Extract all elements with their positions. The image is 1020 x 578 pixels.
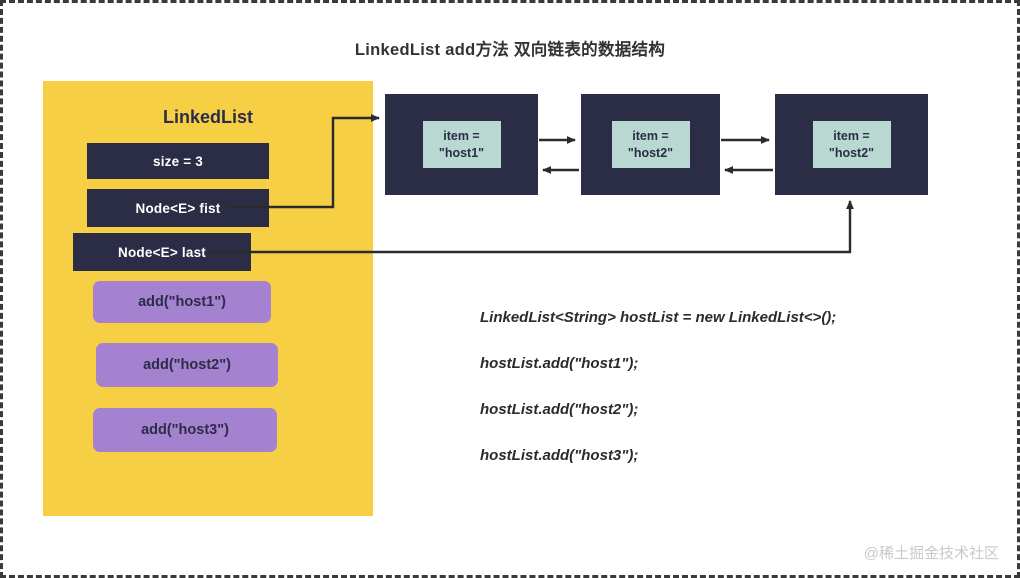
node-item-text-2: "host2" (828, 145, 875, 160)
field-size: size = 3 (87, 143, 269, 179)
code-block: LinkedList<String> hostList = new Linked… (480, 309, 960, 493)
node-item-label-0: item = (443, 128, 480, 143)
code-line-3: hostList.add("host3"); (480, 447, 639, 464)
node-item-value-1: item = "host2" (611, 120, 690, 169)
watermark: @稀土掘金技术社区 (863, 545, 999, 562)
field-first-pointer: Node<E> fist (87, 189, 269, 227)
code-line-1: hostList.add("host1"); (480, 355, 639, 372)
node-item-value-2: item = "host2" (812, 120, 891, 169)
linkedlist-panel: LinkedList size = 3 Node<E> fist Node<E>… (43, 81, 373, 516)
code-line-0: LinkedList<String> hostList = new Linked… (480, 309, 837, 326)
list-node-2: item = "host2" (775, 94, 928, 195)
add-call-host2: add("host2") (96, 343, 278, 387)
linkedlist-heading: LinkedList (162, 107, 253, 127)
field-last-pointer: Node<E> last (73, 233, 251, 271)
node-item-text-1: "host2" (627, 145, 674, 160)
code-line-2: hostList.add("host2"); (480, 401, 639, 418)
add-call-host3: add("host3") (93, 408, 277, 452)
list-node-0: item = "host1" (385, 94, 538, 195)
page-title: LinkedList add方法 双向链表的数据结构 (354, 41, 666, 59)
node-item-value-0: item = "host1" (422, 120, 501, 169)
list-node-1: item = "host2" (581, 94, 720, 195)
add-call-host1: add("host1") (93, 281, 271, 323)
node-item-text-0: "host1" (438, 145, 485, 160)
node-item-label-2: item = (833, 128, 870, 143)
node-item-label-1: item = (632, 128, 669, 143)
